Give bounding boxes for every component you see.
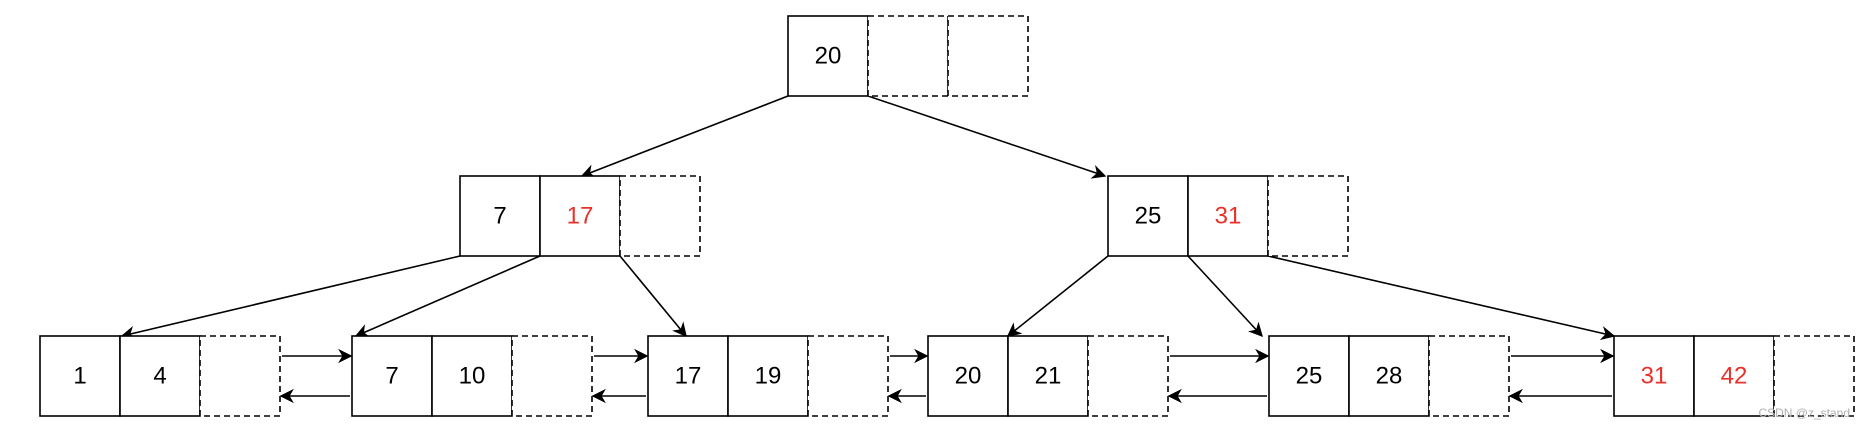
empty-slot: [807, 335, 889, 417]
node-key: 21: [1035, 362, 1062, 389]
node-key: 7: [385, 362, 398, 389]
node-key: 17: [567, 202, 594, 229]
key-cell: [459, 175, 541, 257]
empty-slot: [1087, 335, 1169, 417]
key-cell: [119, 335, 201, 417]
leaf-node: 31 42: [1613, 335, 1855, 417]
empty-slot: [199, 335, 281, 417]
empty-slot: [1267, 175, 1349, 257]
node-key: 28: [1376, 362, 1403, 389]
node-key: 31: [1641, 362, 1668, 389]
edge-internal-to-leaf: [1187, 255, 1263, 338]
empty-slot: [1428, 335, 1510, 417]
empty-slot: [947, 15, 1029, 97]
node-key: 17: [675, 362, 702, 389]
root-node: 20: [787, 15, 1029, 97]
key-cell: [1107, 175, 1189, 257]
node-key: 19: [755, 362, 782, 389]
node-key: 7: [493, 202, 506, 229]
key-cell: [1187, 175, 1269, 257]
leaf-links: [279, 348, 1615, 404]
node-key: 20: [955, 362, 982, 389]
edge-internal-to-leaf: [619, 255, 687, 338]
edge-internal-to-leaf: [1006, 255, 1109, 337]
node-key: 25: [1135, 202, 1162, 229]
watermark: CSDN @z_stand: [1758, 406, 1850, 420]
key-cell: [927, 335, 1009, 417]
edge-root-to-internal-right: [867, 95, 1107, 179]
leaf-node: 7 10: [351, 335, 593, 417]
key-cell: [539, 175, 621, 257]
key-cell: [647, 335, 729, 417]
edge-internal-to-leaf: [354, 255, 541, 338]
key-cell: [1268, 335, 1350, 417]
node-key: 10: [459, 362, 486, 389]
empty-slot: [619, 175, 701, 257]
internal-node: 25 31: [1107, 175, 1349, 257]
node-key: 4: [153, 362, 166, 389]
node-key: 42: [1721, 362, 1748, 389]
empty-slot: [511, 335, 593, 417]
edge-internal-to-leaf: [1267, 255, 1616, 341]
empty-slot: [867, 15, 949, 97]
node-key: 1: [73, 362, 86, 389]
key-cell: [1693, 335, 1775, 417]
node-key: 25: [1296, 362, 1323, 389]
key-cell: [787, 15, 869, 97]
empty-slot: [1773, 335, 1855, 417]
tree-edges: [120, 95, 1616, 341]
edge-root-to-internal-left: [580, 95, 789, 179]
edge-internal-to-leaf: [120, 255, 461, 341]
internal-node: 7 17: [459, 175, 701, 257]
leaf-node: 25 28: [1268, 335, 1510, 417]
node-key: 31: [1215, 202, 1242, 229]
node-key: 20: [815, 42, 842, 69]
key-cell: [727, 335, 809, 417]
